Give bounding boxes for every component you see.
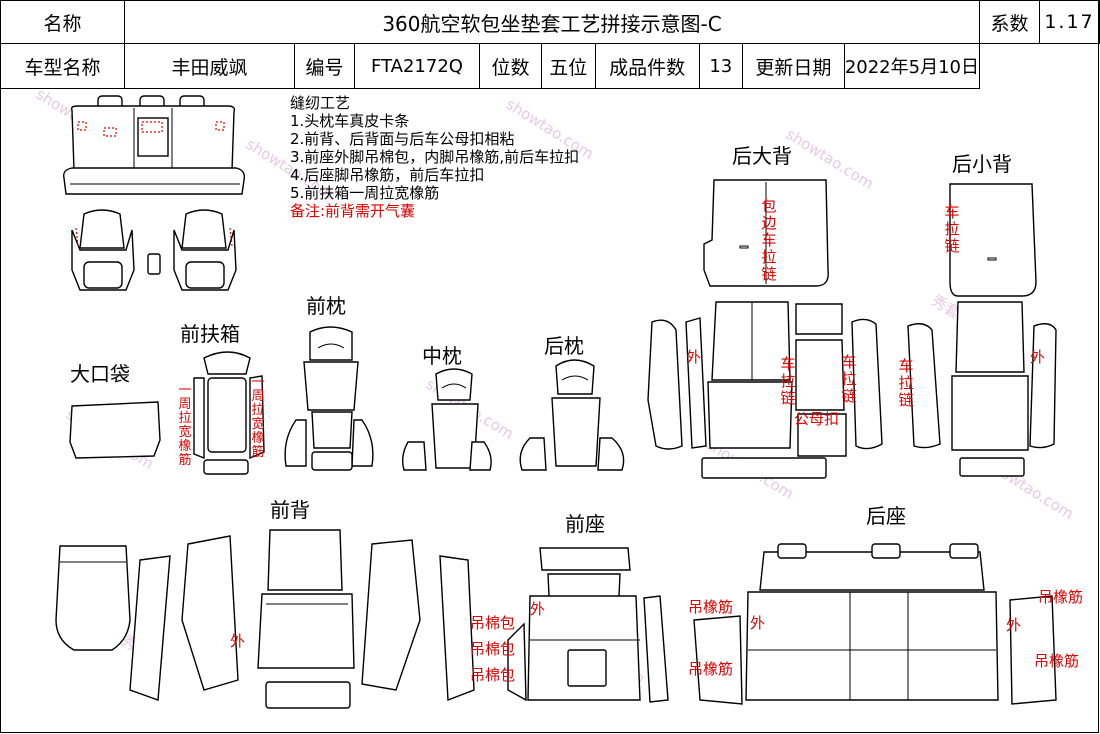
front-seats-thumbnail bbox=[71, 209, 237, 291]
car-zip-note: 车拉链 bbox=[841, 353, 857, 405]
section-title-big-pocket: 大口袋 bbox=[70, 362, 130, 386]
section-title-mid-headrest: 中枕 bbox=[422, 344, 462, 368]
pieces-label: 成品件数 bbox=[595, 44, 700, 88]
notes-item: 3.前座外脚吊棉包，内脚吊橡筋,前后车拉扣 bbox=[290, 148, 580, 166]
front-back-pieces bbox=[55, 529, 475, 709]
rear-bench-thumbnail bbox=[62, 95, 246, 195]
outer-note: 外 bbox=[750, 614, 766, 632]
sewing-notes: 缝纫工艺 1.头枕车真皮卡条 2.前背、后背面与后车公母扣相粘 3.前座外脚吊棉… bbox=[290, 94, 579, 220]
seats-label: 位数 bbox=[479, 43, 542, 89]
outer-note: 外 bbox=[686, 348, 702, 366]
outer-note: 外 bbox=[230, 632, 246, 650]
section-title-front-back: 前背 bbox=[270, 498, 310, 522]
hang-elastic-note: 吊橡筋 bbox=[1038, 588, 1084, 606]
outer-note: 外 bbox=[530, 600, 546, 618]
code-value: FTA2172Q bbox=[354, 43, 480, 89]
front-headrest-pieces bbox=[284, 326, 374, 471]
big-pocket-piece bbox=[69, 401, 161, 459]
mid-headrest-pieces bbox=[401, 368, 492, 471]
factor-value: 1.17 bbox=[1039, 0, 1100, 44]
rear-big-back-pieces bbox=[647, 179, 883, 479]
code-label: 编号 bbox=[294, 43, 355, 89]
armrest-elastic-note-right: 一周拉宽橡筋 bbox=[251, 375, 265, 460]
front-armrest-pieces bbox=[193, 351, 265, 475]
rear-small-back-pieces bbox=[907, 183, 1057, 477]
pieces-value: 13 bbox=[699, 44, 744, 88]
notes-item: 4.后座脚吊橡筋，前后车拉扣 bbox=[290, 166, 485, 184]
snap-button-note: 公母扣 bbox=[794, 410, 840, 428]
outer-note: 外 bbox=[1030, 348, 1046, 366]
notes-remark: 备注:前背需开气囊 bbox=[290, 202, 416, 220]
section-title-rear-small-back: 后小背 bbox=[952, 152, 1012, 176]
hang-cotton-note: 吊棉包 bbox=[470, 614, 516, 632]
seats-value: 五位 bbox=[542, 44, 596, 88]
rear-headrest-pieces bbox=[519, 359, 625, 471]
hang-cotton-note: 吊棉包 bbox=[470, 640, 516, 658]
document-title: 360航空软包坐垫套工艺拼接示意图-C bbox=[124, 0, 980, 44]
model-value: 丰田威飒 bbox=[124, 43, 295, 89]
notes-item: 1.头枕车真皮卡条 bbox=[290, 112, 410, 130]
front-seat-pieces bbox=[507, 547, 669, 703]
armrest-elastic-note-left: 一周拉宽橡筋 bbox=[178, 383, 192, 468]
rear-big-back-zip-note: 包边车拉链 bbox=[761, 197, 777, 283]
section-title-rear-seat: 后座 bbox=[866, 504, 906, 528]
rear-seat-pieces bbox=[693, 543, 1057, 705]
outer-note: 外 bbox=[1006, 616, 1022, 634]
section-title-front-headrest: 前枕 bbox=[306, 294, 346, 318]
hang-elastic-note: 吊橡筋 bbox=[1034, 652, 1080, 670]
update-value: 2022年5月10日 bbox=[844, 57, 979, 78]
model-label: 车型名称 bbox=[0, 43, 125, 89]
section-title-rear-headrest: 后枕 bbox=[544, 334, 584, 358]
section-title-front-seat: 前座 bbox=[565, 512, 605, 536]
hang-elastic-note: 吊橡筋 bbox=[688, 660, 734, 678]
notes-heading: 缝纫工艺 bbox=[290, 94, 351, 112]
notes-item: 2.前背、后背面与后车公母扣相粘 bbox=[290, 130, 515, 148]
car-zip-note: 车拉链 bbox=[898, 357, 914, 409]
notes-item: 5.前扶箱一周拉宽橡筋 bbox=[290, 184, 440, 202]
section-title-front-armrest: 前扶箱 bbox=[180, 322, 240, 346]
car-zip-note: 车拉链 bbox=[780, 355, 796, 407]
update-label: 更新日期 bbox=[742, 44, 845, 88]
header-table: 名称 360航空软包坐垫套工艺拼接示意图-C 系数 1.17 车型名称 丰田威飒… bbox=[0, 0, 1100, 89]
hang-elastic-note: 吊橡筋 bbox=[688, 598, 734, 616]
factor-label: 系数 bbox=[979, 0, 1040, 44]
rear-small-back-zip-note: 车拉链 bbox=[944, 203, 960, 255]
section-title-rear-big-back: 后大背 bbox=[732, 144, 792, 168]
hang-cotton-note: 吊棉包 bbox=[470, 666, 516, 684]
